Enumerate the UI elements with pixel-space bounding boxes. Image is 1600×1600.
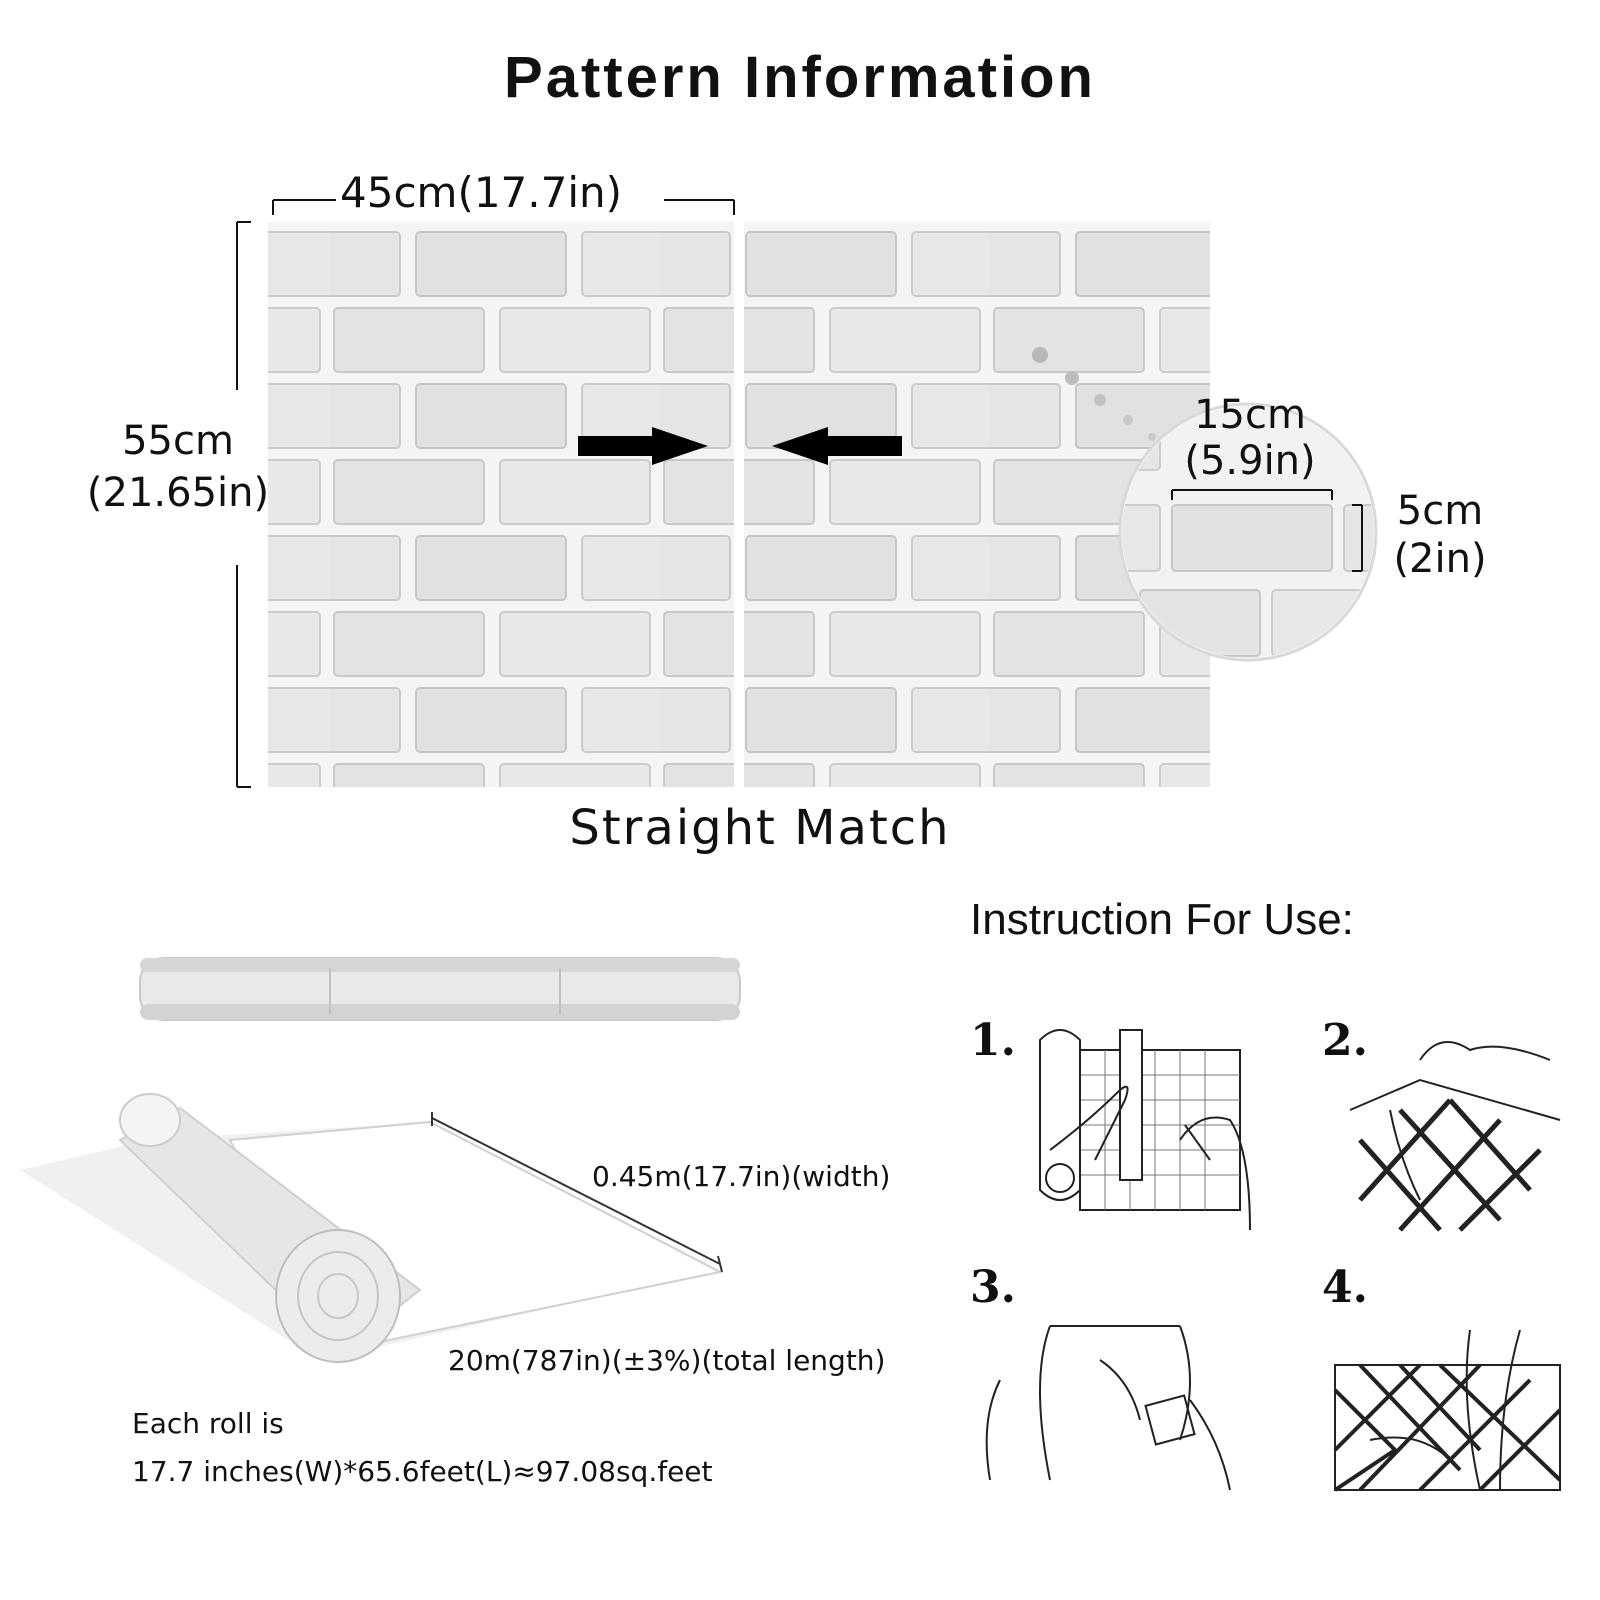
roll-note-line-1: Each roll is bbox=[132, 1407, 284, 1440]
roll-width-label: 0.45m(17.7in)(width) bbox=[592, 1160, 891, 1193]
step-1-number: 1. bbox=[970, 1015, 1016, 1066]
left-pattern-panel bbox=[268, 222, 734, 787]
roll-note-line-2: 17.7 inches(W)*65.6feet(L)≈97.08sq.feet bbox=[132, 1455, 713, 1488]
instruction-title: Instruction For Use: bbox=[970, 895, 1354, 944]
page-title: Pattern Information bbox=[504, 45, 1096, 110]
step-1-illustration bbox=[1039, 1029, 1251, 1231]
brick-width-in: (5.9in) bbox=[1184, 438, 1316, 484]
step-4-number: 4. bbox=[1322, 1262, 1368, 1313]
step-4-illustration bbox=[1333, 1329, 1562, 1492]
brick-width-cm: 15cm bbox=[1194, 392, 1306, 438]
brick-height-cm: 5cm bbox=[1396, 488, 1484, 534]
step-2-number: 2. bbox=[1322, 1015, 1368, 1066]
step-3-illustration bbox=[985, 1325, 1231, 1491]
pattern-height-cm: 55cm bbox=[122, 418, 234, 464]
step-3-number: 3. bbox=[970, 1262, 1016, 1313]
arrow-right-icon bbox=[578, 427, 708, 465]
pattern-height-in: (21.65in) bbox=[86, 470, 270, 516]
pattern-width-label: 45cm(17.7in) bbox=[340, 168, 623, 217]
arrow-left-icon bbox=[772, 427, 902, 465]
rolled-wallpaper-tube bbox=[139, 957, 741, 1021]
straight-match-label: Straight Match bbox=[569, 800, 951, 856]
brick-height-in: (2in) bbox=[1393, 536, 1487, 582]
roll-length-label: 20m(787in)(±3%)(total length) bbox=[448, 1344, 886, 1377]
step-2-illustration bbox=[1349, 1041, 1561, 1232]
unrolled-wallpaper-sheet bbox=[20, 1093, 723, 1363]
